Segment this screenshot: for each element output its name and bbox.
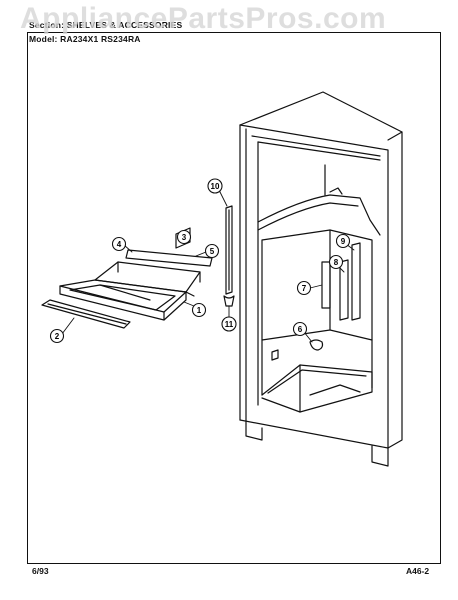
section-heading: Section: SHELVES & ACCESSORIES: [29, 20, 183, 30]
callout-6-label: 6: [298, 325, 303, 334]
callout-1-label: 1: [197, 306, 202, 315]
callout-3: 3: [176, 229, 192, 245]
callout-7-label: 7: [302, 284, 307, 293]
callout-7: 7: [296, 280, 312, 296]
callout-11-label: 11: [225, 320, 234, 329]
callout-8-label: 8: [334, 258, 339, 267]
page-code: A46-2: [406, 566, 430, 576]
revision-date: 6/93: [32, 566, 49, 576]
diagram-frame: [27, 32, 441, 564]
callout-4-label: 4: [117, 240, 122, 249]
site-watermark: AppliancePartsPros.com: [20, 2, 387, 35]
callout-1: 1: [191, 302, 207, 318]
callout-4: 4: [111, 236, 127, 252]
callout-9-label: 9: [341, 237, 346, 246]
callout-9: 9: [335, 233, 351, 249]
shelf-assembly: [41, 227, 213, 329]
callout-5-label: 5: [210, 247, 215, 256]
callout-10-label: 10: [211, 182, 220, 191]
callout-10: 10: [207, 178, 223, 194]
callout-8: 8: [328, 254, 344, 270]
callout-2: 2: [49, 328, 65, 344]
model-heading: Model: RA234X1 RS234RA: [29, 34, 141, 44]
shelf-rail: [223, 205, 235, 307]
refrigerator-cabinet: [239, 91, 403, 467]
callout-3-label: 3: [182, 233, 187, 242]
callout-6: 6: [292, 321, 308, 337]
callout-11: 11: [221, 316, 237, 332]
callout-5: 5: [204, 243, 220, 259]
callout-2-label: 2: [55, 332, 60, 341]
